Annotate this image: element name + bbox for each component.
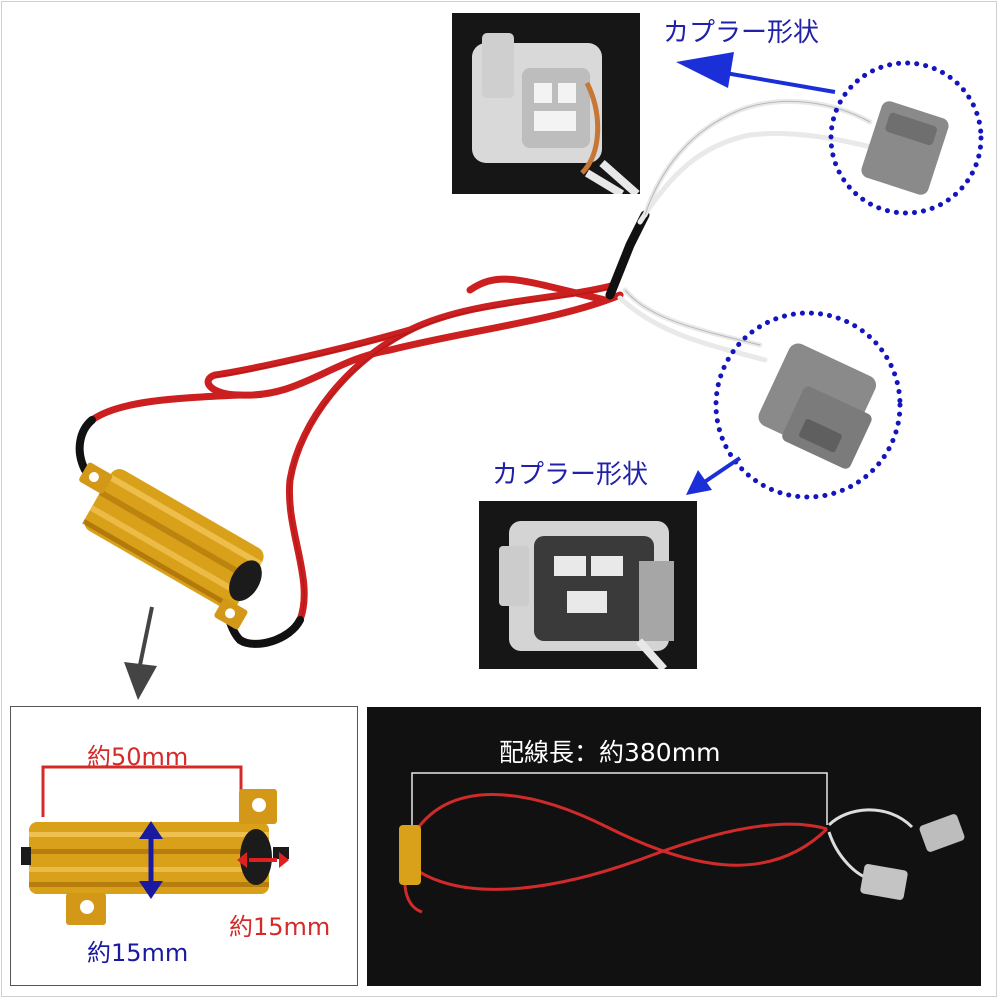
coupler-bottom-label: カプラー形状 [492, 460, 649, 490]
resistor-height-label: 約15mm [87, 939, 189, 967]
coupler-bottom-photo [479, 501, 697, 669]
resistor-dimension-panel: 約50mm 約15mm 約15mm [10, 706, 358, 986]
gray-arrow-icon [124, 606, 157, 700]
white-wires [617, 98, 878, 363]
blue-arrow-icon [676, 52, 836, 94]
coupler-top-photo [452, 13, 640, 194]
coupler-bottom-plug [758, 343, 877, 469]
coupler-top-plug [861, 101, 949, 195]
resistor [79, 462, 264, 630]
double-arrow-icon [139, 821, 163, 899]
wire-length-label: 配線長：約380mm [499, 738, 721, 767]
main-harness-illustration [75, 52, 984, 700]
coupler-top-label: カプラー形状 [663, 18, 820, 48]
blue-arrow-icon [686, 456, 742, 495]
resistor-length-label: 約50mm [87, 743, 189, 771]
dotted-circle-icon [828, 60, 984, 216]
resistor-width-label: 約15mm [229, 913, 331, 941]
dotted-circle-icon [713, 310, 903, 500]
double-arrow-icon [237, 852, 289, 868]
wire-length-panel: 配線長：約380mm [367, 707, 981, 986]
